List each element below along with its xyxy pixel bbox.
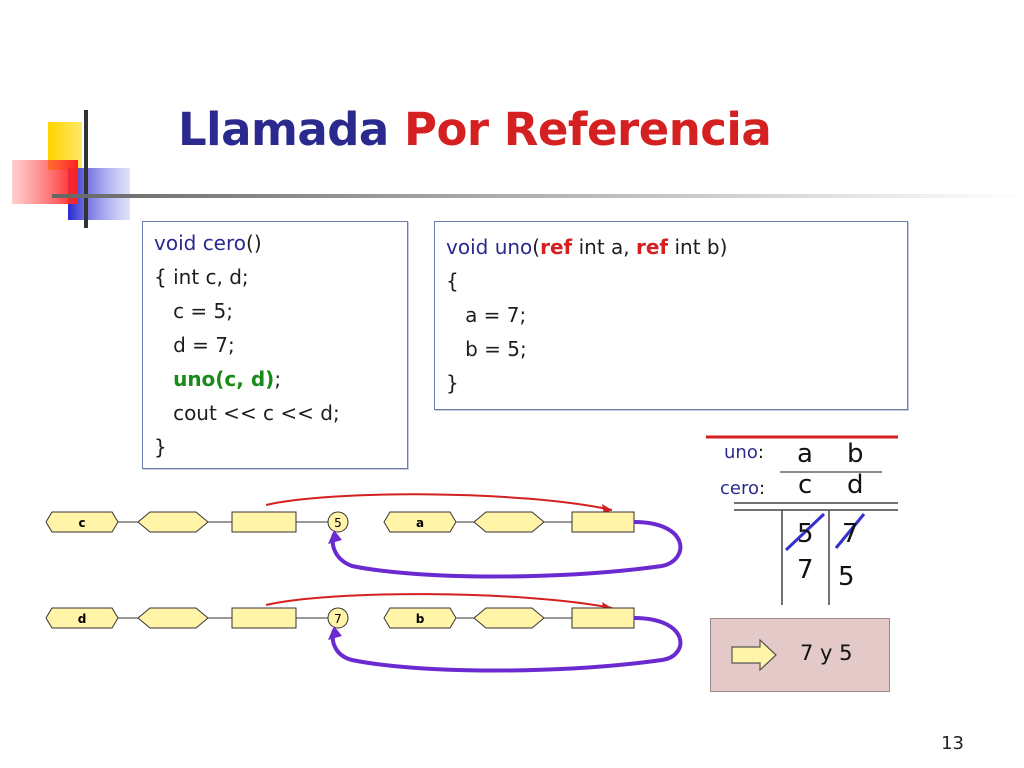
col-a: a: [797, 439, 813, 469]
page-number: 13: [941, 733, 964, 754]
pointer-node-1: [137, 511, 209, 533]
label-uno: uno:: [724, 442, 764, 463]
ref-cell-1: [571, 511, 635, 533]
strike-a: [784, 512, 826, 552]
value-node-7: [327, 607, 349, 629]
node-d-label: d: [78, 612, 87, 626]
label-cero: cero:: [720, 478, 766, 499]
pointer-node-4: [473, 607, 545, 629]
node-a-label: a: [416, 516, 424, 530]
col-c: c: [798, 470, 813, 500]
code-uno: void uno(ref int a, ref int b) { a = 7; …: [446, 235, 728, 395]
code-box-cero: [142, 221, 408, 469]
ref-arrow-b-d: [330, 616, 683, 673]
val-b-old: 7: [842, 519, 859, 549]
value-7-label: 7: [334, 612, 342, 626]
alias-arrow-d-b: [265, 593, 613, 609]
code-box-uno: [434, 221, 908, 410]
ref-arrowhead-a: [328, 530, 342, 544]
value-node-5: [327, 511, 349, 533]
title-underline: [52, 194, 1024, 198]
value-5-label: 5: [334, 516, 342, 530]
storage-cell-1: [231, 511, 297, 533]
col-d: d: [847, 470, 864, 500]
decorative-logo: [12, 110, 1024, 228]
pointer-node-2: [473, 511, 545, 533]
ref-arrow-a-c: [330, 520, 683, 579]
ref-arrowhead-b: [328, 626, 342, 640]
val-a-old: 5: [797, 519, 814, 549]
col-b: b: [847, 439, 864, 469]
node-b-label: b: [416, 612, 425, 626]
val-b-new: 5: [838, 562, 855, 592]
vertical-rule: [84, 110, 88, 228]
strike-b: [834, 513, 866, 549]
storage-cell-2: [231, 607, 297, 629]
alias-arrow-c-a: [265, 493, 613, 511]
page-title: Llamada Por Referencia: [178, 103, 772, 156]
ref-cell-2: [571, 607, 635, 629]
result-text: 7 y 5: [800, 641, 853, 665]
code-cero: void cero() { int c, d; c = 5; d = 7; un…: [154, 231, 340, 459]
pointer-node-3: [137, 607, 209, 629]
val-a-new: 7: [797, 555, 814, 585]
arrow-right-icon: [731, 638, 777, 672]
node-c-label: c: [78, 516, 85, 530]
